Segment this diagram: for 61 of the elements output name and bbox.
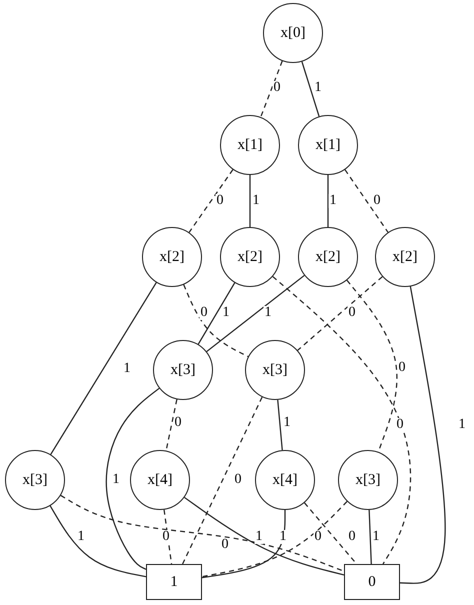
- variable-name: x[4]: [272, 472, 298, 488]
- variable-name: x[3]: [356, 472, 380, 488]
- edge-label: 0: [162, 530, 170, 544]
- dashed-line: [202, 501, 348, 578]
- variable-name: x[3]: [170, 362, 196, 378]
- solid-line: [400, 286, 446, 584]
- dashed-line: [304, 502, 358, 564]
- solid-line: [106, 388, 160, 570]
- variable-circle: [298, 227, 358, 287]
- solid-line: [206, 274, 305, 352]
- edge-label: 0: [396, 418, 404, 432]
- variable-name: x[0]: [280, 24, 306, 42]
- edge-label: 1: [328, 194, 338, 208]
- solid-line: [301, 61, 320, 117]
- variable-name: x[2]: [392, 248, 418, 266]
- variable-circle: [375, 227, 435, 287]
- edge-label: 0: [200, 306, 208, 320]
- solid-line: [202, 510, 286, 578]
- dashed-line: [260, 60, 283, 118]
- variable-circle: [338, 450, 398, 510]
- edge-label: 1: [278, 530, 288, 544]
- solid-line: [184, 496, 344, 576]
- terminal-value: 1: [170, 574, 178, 590]
- variable-circle: [153, 340, 213, 400]
- variable-name: x[3]: [22, 472, 48, 488]
- dashed-line: [183, 284, 248, 358]
- variable-circle: [298, 115, 358, 175]
- terminal-box: [344, 564, 400, 600]
- variable-circle: [142, 227, 202, 287]
- variable-name: x[2]: [238, 248, 262, 266]
- variable-name: x[2]: [160, 248, 184, 266]
- variable-circle: [220, 115, 280, 175]
- variable-circle: [5, 450, 65, 510]
- solid-line: [50, 506, 146, 578]
- variable-name: x[3]: [262, 362, 288, 378]
- variable-circle: [263, 3, 323, 63]
- terminal-value: 0: [368, 574, 376, 590]
- dashed-line: [297, 276, 383, 351]
- dashed-line: [188, 169, 234, 233]
- variable-name: x[1]: [238, 136, 262, 154]
- variable-circle: [130, 450, 190, 510]
- dashed-line: [163, 510, 172, 564]
- variable-circle: [245, 340, 305, 400]
- variable-circle: [220, 227, 280, 287]
- solid-line: [277, 400, 283, 450]
- dashed-line: [182, 396, 263, 564]
- solid-line: [50, 282, 157, 455]
- variable-name: x[1]: [316, 136, 340, 154]
- dashed-line: [344, 169, 388, 233]
- solid-line: [198, 282, 236, 344]
- dashed-line: [60, 494, 344, 572]
- terminal-box: [146, 564, 202, 600]
- solid-line: [368, 510, 372, 564]
- dashed-line: [166, 399, 178, 451]
- variable-circle: [255, 450, 315, 510]
- variable-name: x[2]: [316, 248, 340, 266]
- variable-name: x[4]: [148, 472, 172, 488]
- dashed-line: [272, 276, 412, 564]
- solid-line: [249, 175, 251, 227]
- edge-label: 1: [254, 530, 264, 544]
- solid-line: [327, 175, 329, 227]
